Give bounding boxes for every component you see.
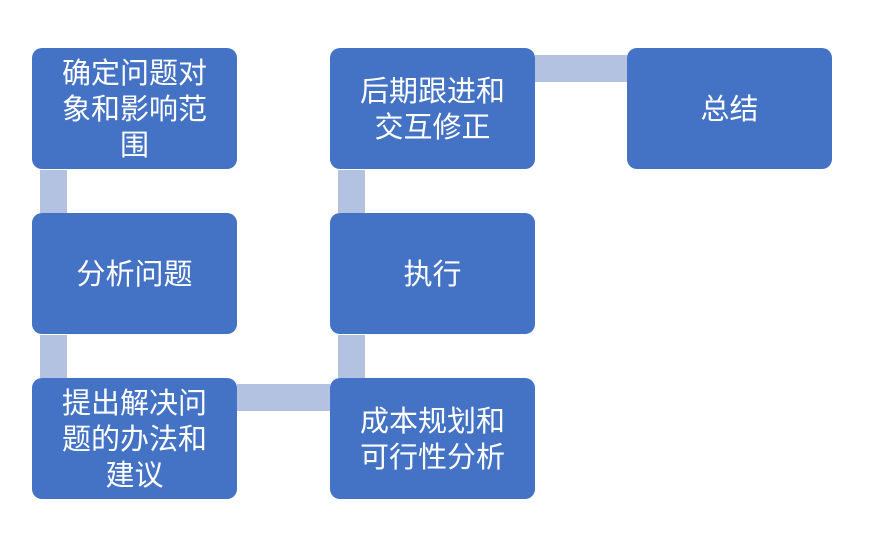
connector-propose-to-cost: [237, 384, 330, 411]
node-define-scope-label: 确定问题对象和影响范围: [61, 55, 207, 162]
node-analyze-label: 分析问题: [76, 256, 193, 291]
node-cost-planning: 成本规划和可行性分析: [330, 378, 535, 499]
connector-execute-to-followup: [338, 170, 365, 213]
node-follow-up: 后期跟进和交互修正: [330, 48, 535, 169]
node-execute-label: 执行: [403, 256, 462, 291]
node-propose: 提出解决问题的办法和建议: [32, 378, 237, 499]
node-summary-label: 总结: [700, 91, 759, 126]
node-define-scope: 确定问题对象和影响范围: [32, 48, 237, 169]
node-execute: 执行: [330, 213, 535, 334]
node-summary: 总结: [627, 48, 832, 169]
node-follow-up-label: 后期跟进和交互修正: [359, 73, 505, 144]
connector-analyze-to-propose: [40, 335, 67, 378]
connector-followup-to-summary: [535, 55, 627, 82]
connector-define-to-analyze: [40, 170, 67, 213]
node-cost-planning-label: 成本规划和可行性分析: [359, 403, 505, 474]
node-analyze: 分析问题: [32, 213, 237, 334]
connector-cost-to-execute: [338, 335, 365, 378]
node-propose-label: 提出解决问题的办法和建议: [61, 385, 207, 492]
